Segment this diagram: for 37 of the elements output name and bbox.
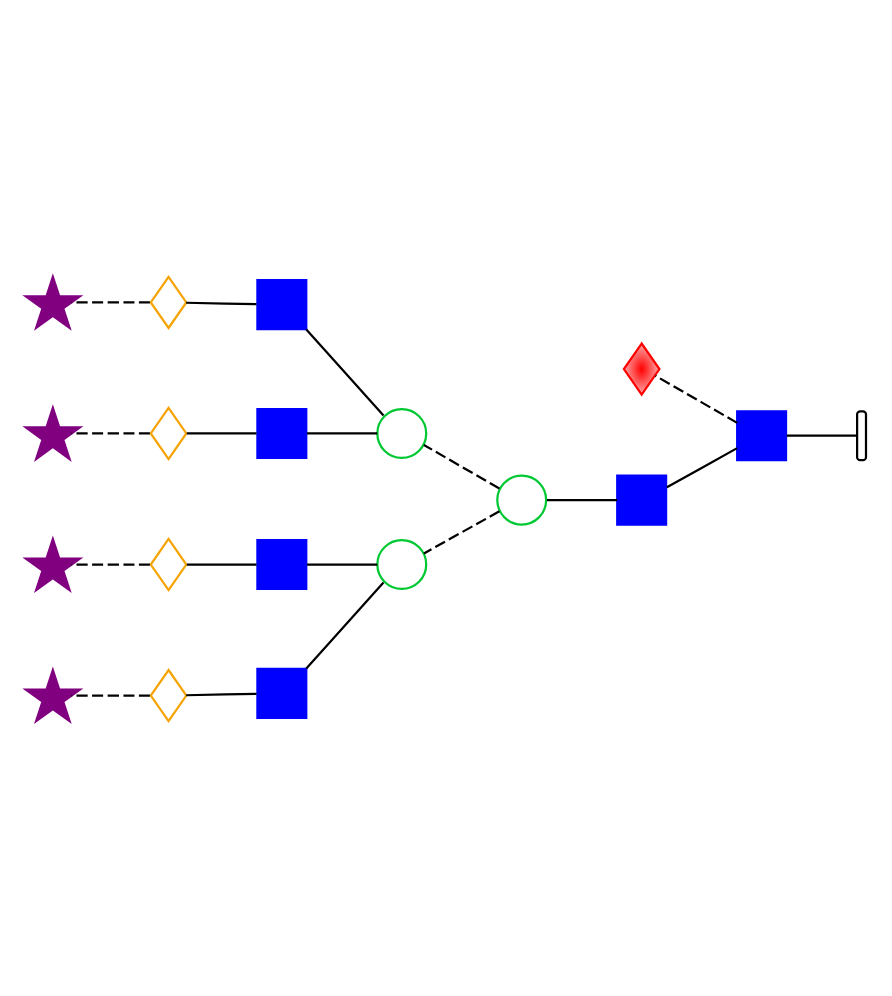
- node-circle: [376, 538, 428, 590]
- connector: [654, 373, 738, 423]
- connector: [186, 691, 257, 696]
- node-box: [736, 409, 788, 461]
- node-box: [256, 278, 308, 330]
- node-star: [22, 272, 84, 330]
- connector: [786, 433, 857, 436]
- connector: [71, 431, 150, 434]
- connector: [186, 562, 257, 565]
- node-box: [256, 538, 308, 590]
- node-star: [22, 403, 84, 461]
- connector: [307, 562, 378, 565]
- node-diamond: [149, 405, 188, 460]
- connector: [666, 446, 738, 488]
- node-star: [22, 665, 84, 723]
- node-diamond: [622, 340, 661, 396]
- node-diamond: [149, 273, 188, 329]
- node-diamond: [149, 667, 188, 723]
- connector: [71, 300, 150, 303]
- node-star: [22, 534, 84, 592]
- connector: [71, 693, 150, 696]
- node-diamond: [149, 536, 188, 591]
- node-circle: [496, 473, 548, 525]
- connector: [307, 431, 378, 434]
- connector: [423, 509, 500, 554]
- node-box: [616, 473, 668, 525]
- node-box: [256, 666, 308, 718]
- connector: [186, 431, 257, 434]
- node-box: [256, 406, 308, 459]
- node-bracket: [856, 409, 868, 461]
- connector: [305, 580, 385, 669]
- node-circle: [376, 406, 428, 459]
- connector: [305, 327, 385, 416]
- connector: [186, 300, 257, 305]
- connector: [71, 562, 150, 565]
- connector: [423, 443, 500, 489]
- connector: [546, 498, 618, 501]
